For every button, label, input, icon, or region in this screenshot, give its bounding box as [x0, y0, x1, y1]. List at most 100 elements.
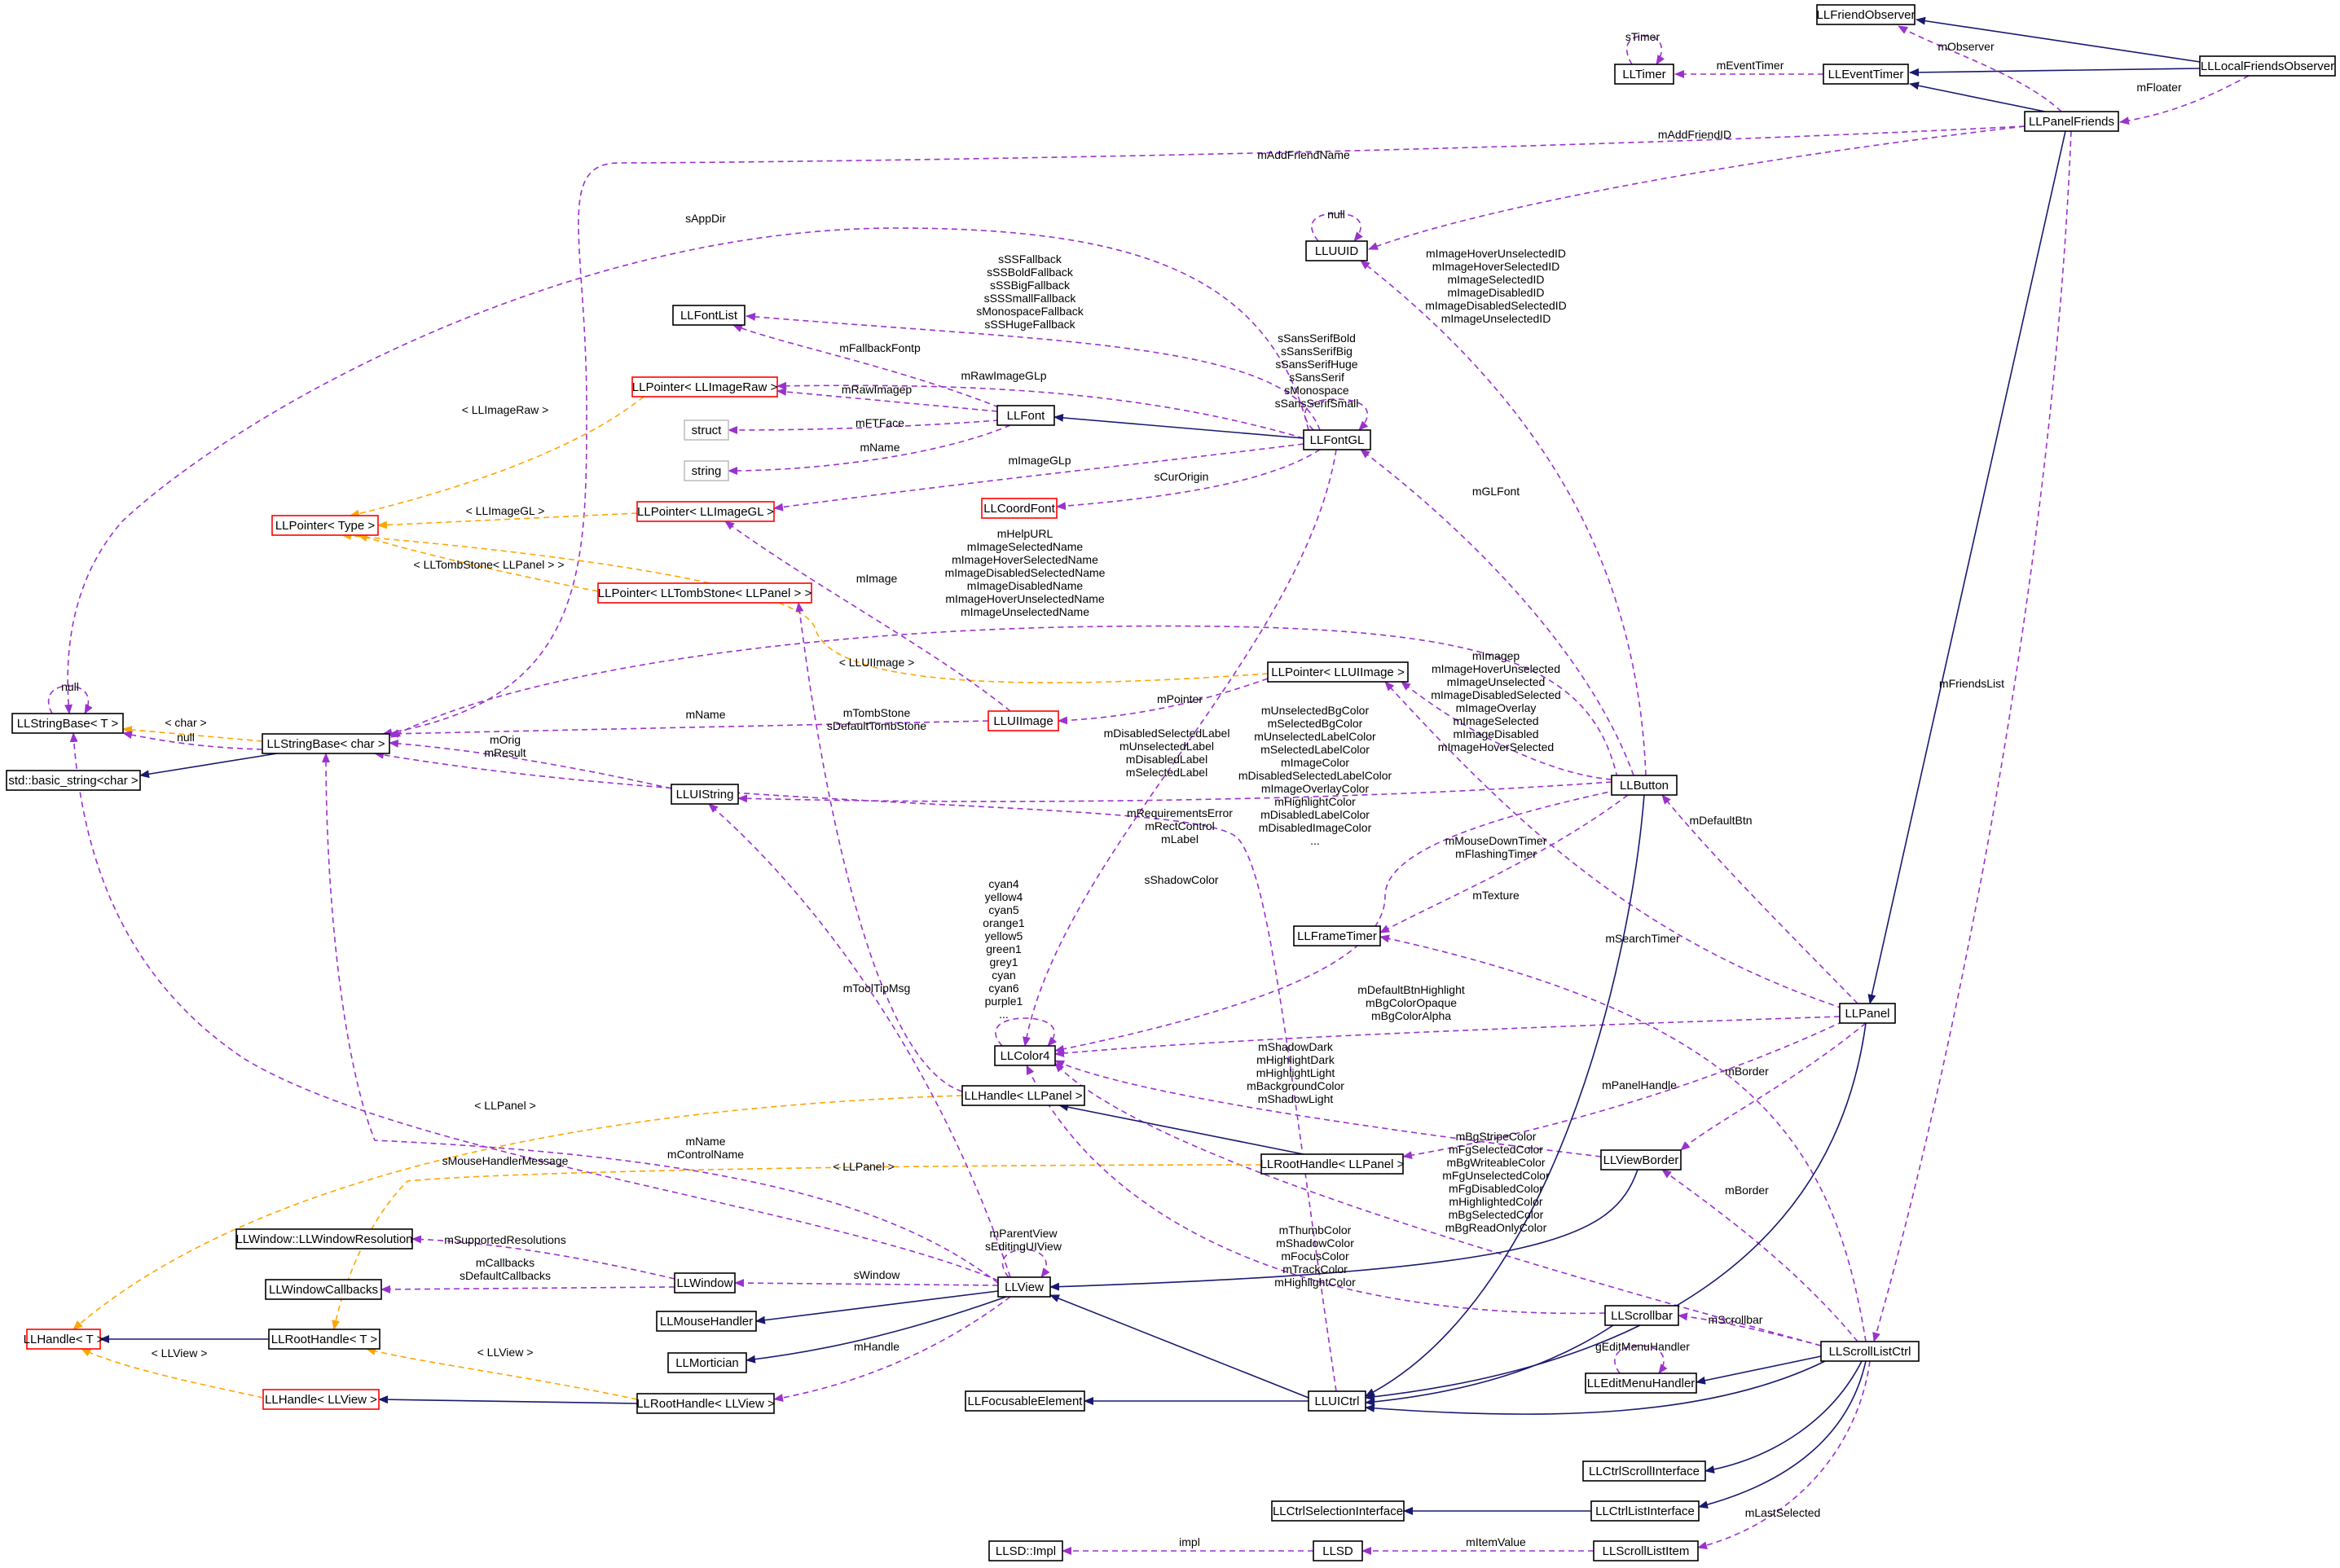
class-node-llctrllistinterface[interactable]: LLCtrlListInterface: [1590, 1500, 1700, 1522]
class-node-box: [1593, 1540, 1699, 1561]
class-node-label: LLCtrlScrollInterface: [1589, 1465, 1700, 1478]
class-node-box: [988, 1540, 1063, 1561]
class-node-lluiimage[interactable]: LLUIImage: [987, 710, 1059, 731]
edge-view-uistring: [708, 803, 1011, 1278]
edge-scrolllist-editmenu: [1696, 1355, 1822, 1385]
edge-label: sShadowColor: [1144, 873, 1218, 886]
class-node-llbutton[interactable]: LLButton: [1611, 775, 1678, 796]
class-node-label: LLFocusableElement: [968, 1395, 1084, 1408]
class-node-llroothandlet[interactable]: LLRootHandle< T >: [268, 1329, 380, 1350]
class-node-llhandlepanel[interactable]: LLHandle< LLPanel >: [961, 1085, 1085, 1106]
edge-window-resolution: [411, 1235, 675, 1280]
class-node-box: [1816, 4, 1916, 25]
class-node-llcoordfont[interactable]: LLCoordFont: [981, 498, 1058, 519]
class-node-label: LLFrameTimer: [1297, 929, 1377, 943]
edge-font-string: [728, 424, 1011, 475]
class-node-llsdimpl[interactable]: LLSD::Impl: [988, 1540, 1063, 1561]
class-node-label: LLRootHandle< LLPanel >: [1260, 1157, 1405, 1171]
edge-view-stringchar: [322, 753, 999, 1284]
class-node-box: [996, 405, 1055, 426]
edge-view-roothandleview: [773, 1296, 1011, 1402]
class-node-box: [965, 1390, 1085, 1412]
class-node-llwindowcallbacks[interactable]: LLWindowCallbacks: [265, 1279, 382, 1300]
edge-scrolllist-ctrllist: [1698, 1360, 1867, 1509]
edge-label: gEditMenuHandler: [1595, 1340, 1690, 1353]
class-node-lleditmenuhandler[interactable]: LLEditMenuHandler: [1585, 1373, 1697, 1394]
class-node-label: LLViewBorder: [1603, 1153, 1679, 1167]
class-node-label: LLCtrlSelectionInterface: [1273, 1504, 1403, 1518]
class-node-stdbasicstring[interactable]: std::basic_string<char >: [6, 770, 141, 791]
class-node-llstringbaset[interactable]: LLStringBase< T >: [11, 713, 124, 734]
edge-tombstone-ptrtype: [358, 534, 599, 592]
class-node-llwindow[interactable]: LLWindow: [674, 1272, 736, 1293]
class-node-label: LLScrollListItem: [1603, 1544, 1690, 1558]
class-node-llfocusableelement[interactable]: LLFocusableElement: [965, 1390, 1085, 1412]
class-node-llscrolllistitem[interactable]: LLScrollListItem: [1593, 1540, 1699, 1561]
edge-button-stringchar: [390, 625, 1618, 779]
class-node-llfontlist[interactable]: LLFontList: [672, 305, 746, 326]
class-node-lltimer[interactable]: LLTimer: [1614, 64, 1674, 85]
class-node-llscrolllistctrl[interactable]: LLScrollListCtrl: [1820, 1341, 1920, 1362]
class-node-llhandlet[interactable]: LLHandle< T >: [24, 1329, 104, 1350]
class-node-llroothandleview[interactable]: LLRootHandle< LLView >: [636, 1393, 775, 1414]
edge-handlepanel-handlet: [73, 1095, 963, 1330]
edge-local-eventtimer: [1909, 68, 2201, 77]
class-node-label: LLCoordFont: [983, 502, 1055, 516]
class-node-llfont[interactable]: LLFont: [996, 405, 1055, 426]
class-node-lluictrl[interactable]: LLUICtrl: [1308, 1390, 1366, 1412]
class-node-llpanelfriends[interactable]: LLPanelFriends: [2024, 111, 2119, 132]
class-node-llsd[interactable]: LLSD: [1313, 1540, 1363, 1561]
edge-button-uictrl: [1365, 794, 1645, 1397]
class-node-label: LLPointer< LLImageRaw >: [632, 380, 778, 394]
class-node-llpointertombstone[interactable]: LLPointer< LLTombStone< LLPanel > >: [597, 582, 812, 604]
edge-view-window: [734, 1279, 999, 1288]
class-node-label: LLWindow: [677, 1276, 733, 1290]
edge-label: < char >: [165, 716, 206, 729]
class-node-box: [1303, 429, 1371, 450]
edge-imageraw-ptrtype: [350, 396, 644, 518]
edge-scrolllist-scrollbar: [1678, 1312, 1822, 1346]
class-node-llpointerimageraw[interactable]: LLPointer< LLImageRaw >: [631, 376, 778, 397]
class-node-llpointertype[interactable]: LLPointer< Type >: [271, 515, 379, 536]
edge-fontgl-coordfont: [1056, 449, 1321, 511]
edge-panelfriends-uuid: [1368, 125, 2026, 250]
class-node-box: [994, 1045, 1056, 1066]
class-node-llhandleview[interactable]: LLHandle< LLView >: [262, 1389, 380, 1410]
class-node-llctrlscrollinterface[interactable]: LLCtrlScrollInterface: [1582, 1460, 1706, 1482]
class-node-llctrlselectioninterface[interactable]: LLCtrlSelectionInterface: [1271, 1500, 1405, 1522]
class-node-llfriendobserver[interactable]: LLFriendObserver: [1816, 4, 1916, 25]
class-node-llmousehandler[interactable]: LLMouseHandler: [656, 1311, 757, 1332]
class-node-llstringbasechar[interactable]: LLStringBase< char >: [262, 733, 390, 754]
edge-label: < LLUIImage >: [839, 656, 915, 669]
class-node-lleventtimer[interactable]: LLEventTimer: [1823, 64, 1909, 85]
class-node-llcolor4[interactable]: LLColor4: [994, 1045, 1056, 1066]
class-node-llview[interactable]: LLView: [997, 1276, 1051, 1298]
class-node-box: [684, 460, 729, 481]
edge-label: mFriendsList: [1939, 677, 2004, 690]
class-node-lluuid[interactable]: LLUUID: [1305, 240, 1368, 261]
class-node-llroothandlepanel[interactable]: LLRootHandle< LLPanel >: [1260, 1153, 1405, 1175]
class-node-label: LLUIString: [676, 788, 734, 802]
edge-color-self: [995, 1017, 1058, 1047]
class-node-lluistring[interactable]: LLUIString: [671, 784, 739, 805]
class-node-box: [268, 1329, 380, 1350]
class-node-box: [981, 498, 1058, 519]
class-node-llwindowresolution[interactable]: LLWindow::LLWindowResolution: [235, 1228, 413, 1250]
edge-fontgl-font: [1053, 413, 1304, 439]
class-node-llfontgl[interactable]: LLFontGL: [1303, 429, 1371, 450]
class-node-llpointerimagegl[interactable]: LLPointer< LLImageGL >: [636, 501, 775, 522]
class-node-llpointeruiimage[interactable]: LLPointer< LLUIImage >: [1267, 661, 1409, 683]
class-node-llpanel[interactable]: LLPanel: [1839, 1003, 1896, 1024]
class-node-llframetimer[interactable]: LLFrameTimer: [1293, 925, 1381, 947]
class-node-box: [1820, 1341, 1920, 1362]
edge-panel-uictrl: [1365, 1022, 1867, 1401]
edge-label: mPointer: [1157, 692, 1203, 705]
class-node-llmortician[interactable]: LLMortician: [667, 1352, 747, 1373]
class-node-llscrollbar[interactable]: LLScrollbar: [1604, 1305, 1679, 1326]
class-node-llviewborder[interactable]: LLViewBorder: [1600, 1149, 1682, 1171]
